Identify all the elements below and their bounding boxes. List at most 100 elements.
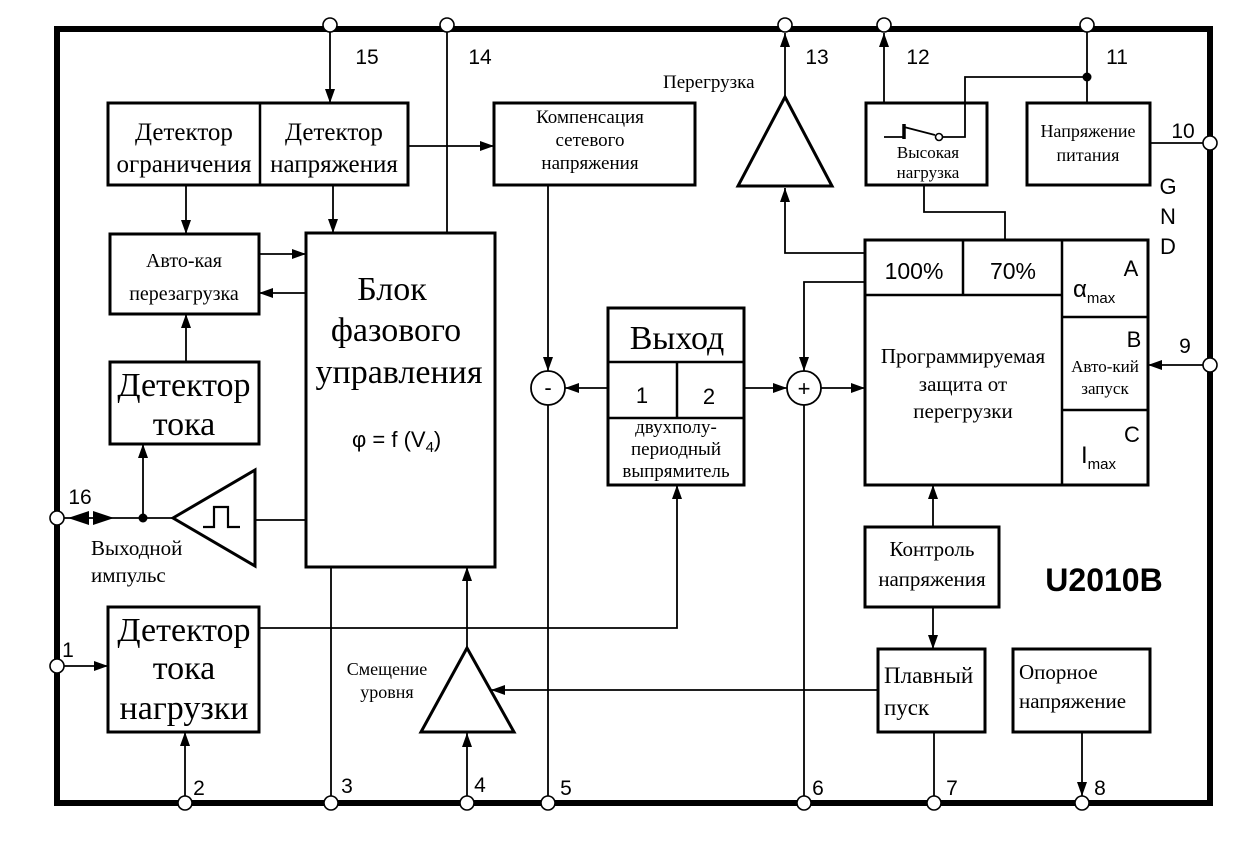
soft-start-line2: пуск (884, 695, 930, 720)
load-current-detector-line2: тока (153, 650, 216, 687)
current-detector-line2: тока (153, 406, 216, 443)
i-max-subscript: max (1088, 456, 1117, 473)
output-pulse-line2: импульс (91, 563, 166, 587)
pin-16-terminal (49, 510, 65, 526)
plus-node-sign: + (798, 376, 811, 401)
load-current-detector-line1: Детектор (117, 612, 250, 649)
soft-start-box (876, 647, 987, 734)
wire-load-current-detector-to-output (259, 485, 682, 629)
minus-node-sign: - (544, 375, 551, 400)
protection-line2: защита от (919, 372, 1007, 396)
rectifier-line3: выпрямитель (622, 461, 730, 482)
pin-1-label: 1 (62, 639, 74, 662)
voltage-detector-line2: напряжения (270, 151, 398, 178)
detectors-box (106, 101, 410, 187)
auto-restart-box (108, 232, 261, 316)
pin-12-terminal (876, 17, 892, 33)
pin-4-label: 4 (474, 774, 486, 797)
bidirectional-arrow-right-icon (93, 511, 114, 525)
chip-outline (54, 26, 1213, 806)
mains-compensation-line3: напряжения (541, 153, 638, 174)
limit-detector-line2: ограничения (116, 151, 252, 178)
wire-protection-to-overload-amp (780, 188, 865, 254)
auto-restart-line2: перезагрузка (129, 283, 239, 305)
pin-13-label: 13 (805, 46, 828, 69)
overload-amplifier (735, 93, 835, 188)
pin-9-terminal (1202, 357, 1218, 373)
pin-7-label: 7 (946, 777, 958, 800)
level-shift-amplifier (418, 644, 517, 734)
pin-11-label: 11 (1106, 46, 1128, 69)
pin-14-label: 14 (468, 46, 492, 69)
mains-compensation-line1: Компенсация (536, 107, 644, 128)
supply-voltage-box (1025, 101, 1152, 187)
phase-control-line3: управления (316, 354, 483, 391)
load-current-detector-box (106, 605, 261, 734)
voltage-control-line1: Контроль (890, 537, 975, 561)
pin-labels: 15 14 13 12 11 10 9 16 1 2 3 4 5 6 7 8 (62, 46, 1195, 800)
gnd-letter-g: G (1159, 174, 1176, 199)
pin-5-label: 5 (560, 777, 572, 800)
mains-compensation-box (492, 101, 697, 187)
voltage-detector-line1: Детектор (285, 119, 383, 146)
overload-label: Перегрузка (663, 72, 755, 93)
phase-control-line1: Блок (357, 271, 427, 308)
alpha-max-subscript: max (1087, 290, 1116, 307)
auto-start-line2: запуск (1081, 379, 1129, 398)
pin-8-label: 8 (1094, 777, 1106, 800)
pin-11-terminal (1079, 17, 1095, 33)
protection-line3: перегрузки (913, 399, 1012, 423)
plus-summing-node (786, 370, 822, 406)
pins (49, 17, 1218, 811)
phase-control-line2: фазового (331, 312, 461, 349)
soft-start-line1: Плавный (884, 663, 973, 688)
wire-high-load-to-protection (923, 185, 1006, 240)
protection-c-letter: C (1124, 422, 1140, 447)
output-channel-2: 2 (703, 384, 715, 409)
rectifier-line2: периодный (631, 439, 721, 460)
protection-box (863, 238, 1150, 487)
pin-6-terminal (796, 795, 812, 811)
reference-voltage-line1: Опорное (1019, 660, 1098, 684)
pin-8-terminal (1074, 795, 1090, 811)
high-load-switch (884, 72, 1092, 142)
pin-9-label: 9 (1179, 335, 1191, 358)
pin-2-terminal (177, 795, 193, 811)
switch-lead-right (942, 76, 1087, 138)
pin-1-terminal (49, 658, 65, 674)
pin-6-label: 6 (812, 777, 824, 800)
pin-3-terminal (323, 795, 339, 811)
protection-100-percent: 100% (885, 258, 944, 284)
high-load-box (864, 101, 989, 187)
chip-name: U2010B (1045, 562, 1162, 598)
auto-start-line1: Авто-кий (1071, 357, 1139, 376)
reference-voltage-box (1011, 647, 1152, 734)
phase-control-box (304, 231, 497, 569)
rectifier-line1: двухполу- (635, 417, 717, 438)
current-detector-box (108, 360, 261, 446)
formula-subscript: 4 (426, 439, 434, 456)
current-symbol: I (1081, 442, 1088, 469)
bidirectional-arrow-left-icon (68, 511, 89, 525)
output-pulse-line1: Выходной (91, 536, 182, 560)
voltage-control-box (863, 525, 1001, 609)
level-shift-line1: Смещение (347, 659, 428, 679)
supply-voltage-line1: Напряжение (1040, 121, 1135, 141)
output-pulse-junction-dot (138, 513, 148, 523)
switch-blade (903, 126, 936, 136)
pin-5-terminal (540, 795, 556, 811)
limit-detector-line1: Детектор (135, 119, 233, 146)
pin-12-label: 12 (906, 46, 929, 69)
phase-control-formula: φ = f (V4) (352, 427, 441, 456)
protection-a-letter: A (1124, 256, 1139, 281)
gnd-letter-d: D (1160, 234, 1176, 259)
level-shift-line2: уровня (360, 682, 413, 702)
reference-voltage-line2: напряжение (1019, 689, 1126, 713)
gnd-letter-n: N (1160, 204, 1176, 229)
alpha-max-label: αmax (1073, 276, 1116, 307)
pin-10-label: 10 (1171, 120, 1194, 143)
wire-protection-to-plus-node (799, 281, 865, 371)
pin-15-terminal (322, 17, 338, 33)
protection-b-letter: B (1127, 327, 1142, 352)
